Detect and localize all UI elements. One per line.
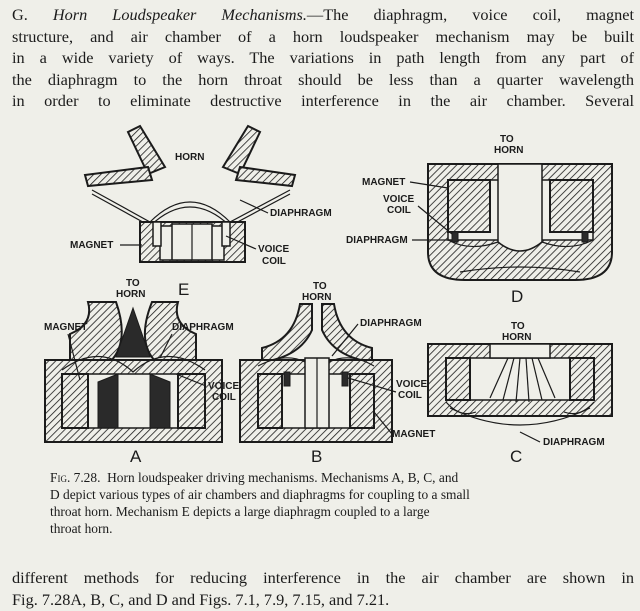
mechanism-a-letter: A: [130, 447, 142, 466]
label-coil-b-2: COIL: [398, 390, 422, 401]
section-heading: Horn Loudspeaker Mechanisms.: [52, 5, 307, 24]
paragraph-line: the diaphragm to the horn throat should …: [12, 69, 634, 89]
label-horn-c: HORN: [502, 332, 531, 343]
label-diaphragm-e: DIAPHRAGM: [270, 208, 332, 219]
label-to-b: TO: [313, 281, 327, 292]
caption-line: D depict various types of air chambers a…: [50, 487, 470, 502]
label-to-c: TO: [511, 321, 525, 332]
mechanism-d-letter: D: [511, 287, 523, 306]
top-paragraph: G. Horn Loudspeaker Mechanisms.—The diap…: [12, 4, 634, 112]
label-coil-d-2: COIL: [387, 205, 411, 216]
figure-7-28-drawing: HORN DIAPHRAGM MAGNET VOICE COIL E TO HO…: [44, 124, 613, 466]
label-magnet-b: MAGNET: [392, 429, 435, 440]
mechanism-e-letter: E: [178, 280, 189, 299]
figure-number: Fig. 7.28.: [50, 470, 101, 485]
label-diaphragm-d: DIAPHRAGM: [346, 235, 408, 246]
paragraph-line: G. Horn Loudspeaker Mechanisms.—The diap…: [12, 5, 635, 24]
label-voice-d-1: VOICE: [383, 194, 414, 205]
label-voice-b-1: VOICE: [396, 379, 427, 390]
figure-caption: Fig. 7.28. Horn loudspeaker driving mech…: [50, 469, 610, 537]
label-magnet-d: MAGNET: [362, 177, 405, 188]
label-diaphragm-b: DIAPHRAGM: [360, 318, 422, 329]
label-diaphragm-a: DIAPHRAGM: [172, 322, 234, 333]
label-to-a: TO: [126, 278, 140, 289]
label-coil-a-2: COIL: [212, 392, 236, 403]
mechanism-c-drawing: TO HORN DIAPHRAGM C: [427, 321, 613, 466]
label-horn-b: HORN: [302, 292, 331, 303]
mechanism-a-drawing: TO HORN MAGNET DIAPHRAGM VOICE COIL A: [44, 278, 239, 466]
label-horn-a: HORN: [116, 289, 145, 300]
label-voice-e-1: VOICE: [258, 244, 289, 255]
paragraph-line: in a wide variety of ways. The variation…: [12, 48, 634, 68]
label-voice-a-1: VOICE: [208, 381, 239, 392]
mechanism-c-letter: C: [510, 447, 522, 466]
mechanism-d-drawing: TO HORN MAGNET VOICE COIL DIAPHRAGM D: [346, 134, 613, 306]
mechanism-e-drawing: HORN DIAPHRAGM MAGNET VOICE COIL E: [70, 124, 332, 299]
label-magnet-e: MAGNET: [70, 240, 113, 251]
label-coil-e-2: COIL: [262, 256, 286, 267]
bottom-paragraph: different methods for reducing interfere…: [12, 567, 634, 610]
label-horn: HORN: [175, 152, 204, 163]
label-horn-d: HORN: [494, 145, 523, 156]
label-to-d: TO: [500, 134, 514, 145]
paragraph-line: Fig. 7.28A, B, C, and D and Figs. 7.1, 7…: [12, 589, 390, 609]
paragraph-line: different methods for reducing interfere…: [12, 568, 634, 587]
paragraph-line: structure, and air chamber of a horn lou…: [12, 26, 634, 46]
mechanism-b-letter: B: [311, 447, 322, 466]
label-diaphragm-c: DIAPHRAGM: [543, 437, 605, 448]
caption-line: Fig. 7.28. Horn loudspeaker driving mech…: [50, 470, 459, 485]
paragraph-line: in order to eliminate destructive interf…: [12, 91, 634, 111]
mechanism-b-drawing: TO HORN DIAPHRAGM VOICE COIL MAGNET B: [239, 281, 435, 466]
caption-line: throat horn.: [50, 521, 113, 536]
caption-line: throat horn. Mechanism E depicts a large…: [50, 504, 430, 519]
label-magnet-a: MAGNET: [44, 322, 87, 333]
